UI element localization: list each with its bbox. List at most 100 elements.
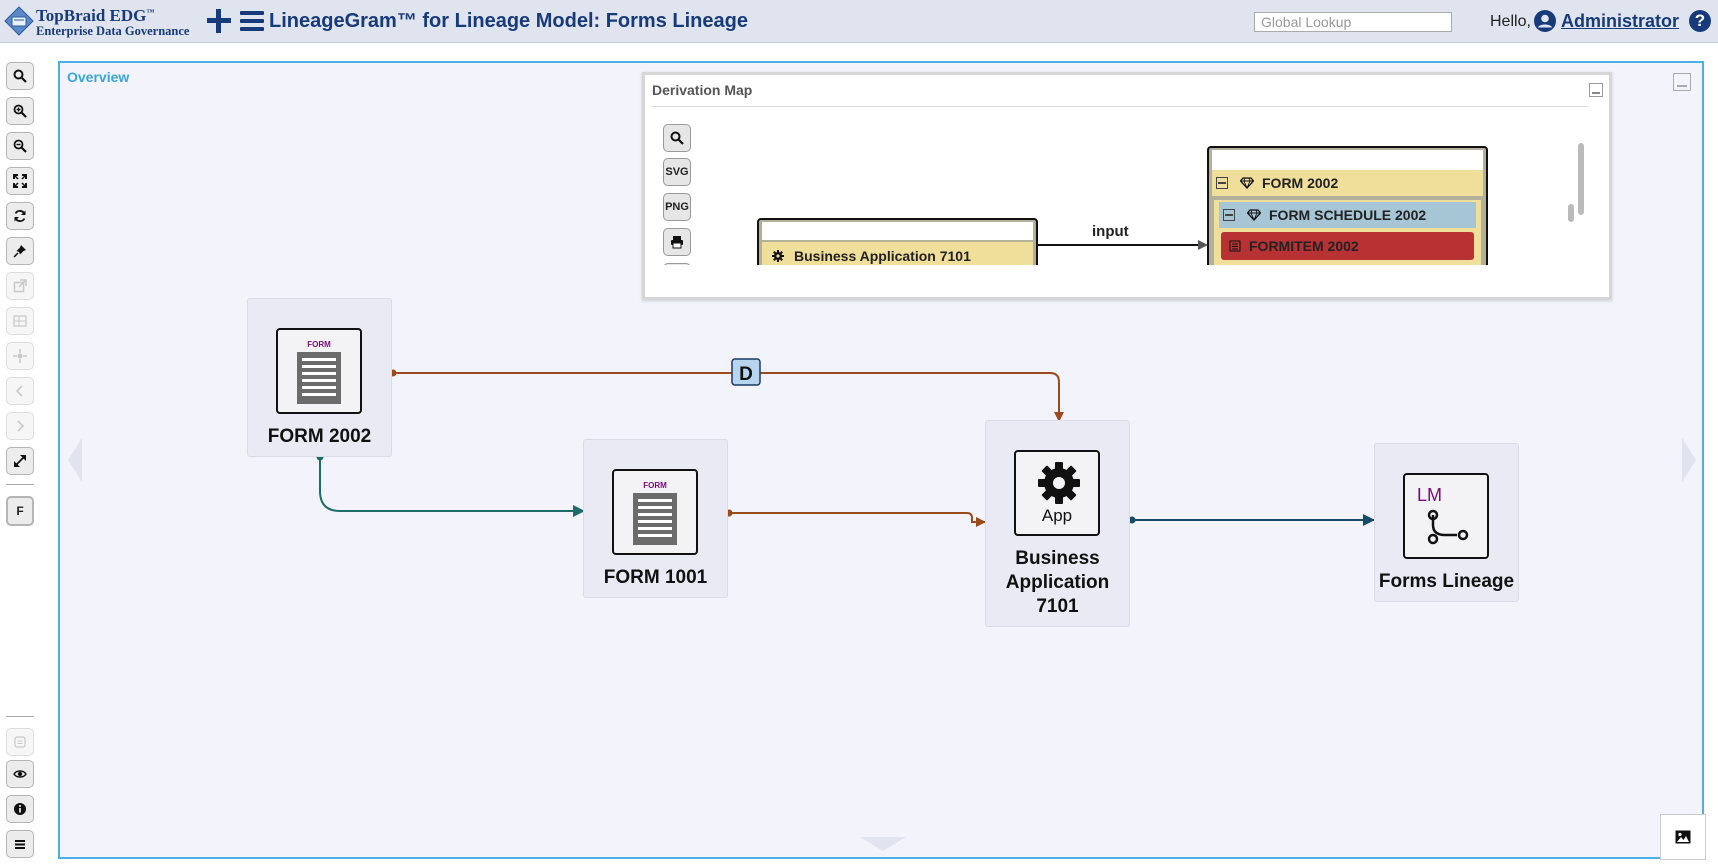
pan-right-arrow-icon[interactable] — [1680, 438, 1696, 482]
zoom-out-icon — [13, 139, 27, 153]
dm-zoom-button[interactable] — [663, 263, 691, 265]
dm-child-label: FORM SCHEDULE 2002 — [1269, 207, 1427, 223]
expand-icon — [14, 455, 26, 467]
node-business-application-7101[interactable]: App Business Application 7101 — [985, 420, 1130, 627]
dm-search-button[interactable] — [663, 124, 691, 152]
user-avatar-icon[interactable] — [1534, 10, 1556, 32]
dm-print-button[interactable] — [663, 228, 691, 256]
derivation-map-title: Derivation Map — [652, 82, 753, 98]
dm-item-row[interactable]: FORMITEM 2002 — [1221, 232, 1474, 260]
search-icon — [13, 69, 27, 83]
form-item-icon — [1229, 240, 1241, 252]
center-icon — [13, 349, 27, 363]
info-icon — [14, 803, 26, 815]
filter-button[interactable]: F — [6, 496, 34, 526]
gear-icon: App — [1014, 450, 1100, 536]
open-external-button[interactable] — [6, 272, 34, 300]
layout-button[interactable] — [6, 307, 34, 335]
edge-form1001-to-business-app[interactable] — [725, 509, 986, 527]
pin-icon — [13, 245, 26, 258]
minimize-icon[interactable] — [1589, 83, 1603, 97]
diamond-icon — [1247, 209, 1261, 221]
pin-button[interactable] — [6, 237, 34, 265]
fit-screen-icon — [13, 174, 27, 188]
node-form-2002[interactable]: FORM FORM 2002 — [247, 298, 392, 457]
collapse-icon[interactable] — [1216, 177, 1228, 189]
search-icon — [670, 131, 684, 145]
node-label: FORM 1001 — [603, 567, 708, 588]
edge-form2002-to-business-app[interactable] — [389, 369, 1064, 422]
dm-edge-label: input — [1091, 223, 1130, 240]
center-button[interactable] — [6, 342, 34, 370]
user-name-link[interactable]: Administrator — [1561, 11, 1680, 31]
open-external-icon — [13, 279, 27, 293]
print-icon — [671, 236, 683, 249]
dm-target-form-2002[interactable]: FORM 2002 FORM SCHEDULE 2002 FORMITEM 20… — [1207, 146, 1488, 265]
logo-subtitle: Enterprise Data Governance — [36, 24, 190, 38]
page-title: LineageGram™ for Lineage Model: Forms Li… — [269, 10, 748, 32]
node-form-1001[interactable]: FORM FORM 1001 — [583, 439, 728, 598]
edge-form2002-to-form1001[interactable] — [316, 453, 585, 517]
menu-icon — [15, 840, 25, 849]
dm-source-business-app[interactable]: Business Application 7101 — [757, 218, 1038, 265]
expand-button[interactable] — [6, 447, 34, 475]
zoom-out-button[interactable] — [6, 132, 34, 160]
left-toolbar: F — [0, 44, 42, 867]
global-lookup-input[interactable] — [1254, 12, 1452, 32]
form-icon: FORM — [612, 469, 698, 555]
pan-left-arrow-icon[interactable] — [68, 438, 84, 482]
form-icon: FORM — [276, 328, 362, 414]
node-forms-lineage[interactable]: LM Forms Lineage — [1374, 443, 1519, 602]
fit-screen-button[interactable] — [6, 167, 34, 195]
dm-child-row[interactable]: FORM SCHEDULE 2002 — [1219, 202, 1476, 228]
layout-icon — [13, 315, 27, 327]
diamond-icon — [1240, 177, 1254, 189]
dm-source-label: Business Application 7101 — [794, 248, 971, 264]
refresh-icon — [14, 210, 26, 222]
dm-target-label: FORM 2002 — [1262, 175, 1339, 191]
derivation-map-panel: Derivation Map SVG PNG Business Applicat… — [642, 72, 1612, 300]
collapse-icon[interactable] — [1223, 209, 1235, 221]
pan-down-arrow-icon[interactable] — [860, 835, 906, 851]
node-label: FORM 2002 — [267, 426, 372, 447]
info-button[interactable] — [6, 795, 34, 823]
help-icon[interactable]: ? — [1689, 10, 1711, 32]
dm-scroll-marker — [1568, 204, 1574, 222]
topbraid-logo-icon — [4, 6, 34, 36]
previous-button[interactable] — [6, 377, 34, 405]
edge-business-app-to-forms-lineage[interactable] — [1128, 514, 1375, 526]
dm-item-label: FORMITEM 2002 — [1249, 238, 1359, 254]
image-icon — [1675, 830, 1691, 844]
hamburger-menu-icon[interactable] — [237, 6, 267, 36]
menu-button[interactable] — [6, 830, 34, 858]
search-button[interactable] — [6, 62, 34, 90]
logo-title: TopBraid EDG™ — [36, 6, 155, 25]
derivation-map-view[interactable]: SVG PNG Business Application 7101 input — [651, 106, 1588, 265]
zoom-in-icon — [13, 104, 27, 118]
overview-label: Overview — [67, 69, 130, 85]
export-image-button[interactable] — [1660, 814, 1706, 860]
next-button[interactable] — [6, 412, 34, 440]
lineage-model-icon: LM — [1403, 473, 1489, 559]
comment-button[interactable] — [6, 728, 34, 756]
dm-png-button[interactable]: PNG — [663, 193, 691, 221]
dm-input-edge — [1038, 240, 1208, 250]
node-label: Business Application 7101 — [1005, 548, 1110, 617]
dm-vertical-scrollbar[interactable] — [1578, 143, 1584, 215]
next-icon — [17, 420, 25, 432]
refresh-button[interactable] — [6, 202, 34, 230]
plus-icon[interactable] — [204, 6, 234, 36]
eye-icon — [13, 770, 27, 778]
node-label: Forms Lineage — [1378, 571, 1515, 592]
edge-badge-label: D — [739, 364, 753, 385]
visibility-button[interactable] — [6, 760, 34, 788]
gear-icon — [772, 250, 784, 262]
comment-icon — [14, 736, 26, 748]
toolbar-divider — [6, 484, 34, 485]
dm-svg-button[interactable]: SVG — [663, 158, 691, 186]
edge-badge[interactable]: D — [731, 358, 761, 386]
overview-minimize-icon[interactable] — [1673, 73, 1691, 91]
zoom-in-button[interactable] — [6, 97, 34, 125]
top-bar: TopBraid EDG™ Enterprise Data Governance… — [0, 0, 1718, 43]
greeting: Hello, — [1490, 13, 1531, 30]
